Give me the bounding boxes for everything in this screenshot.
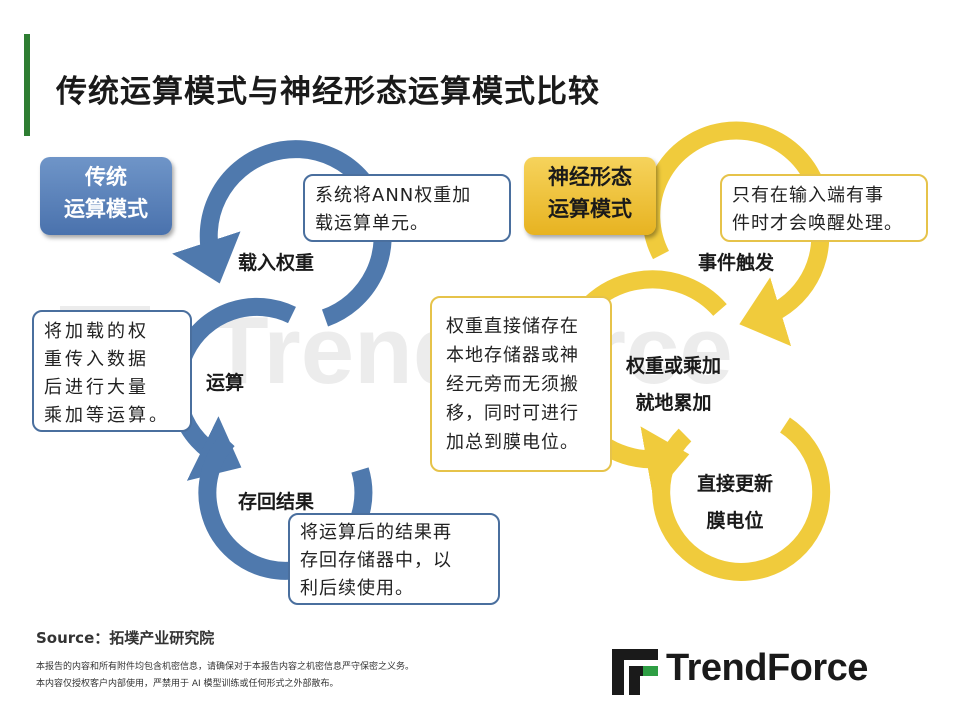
source-note: Source：拓墣产业研究院: [36, 629, 215, 647]
disclaimer-line-1: 本报告的内容和所有附件均包含机密信息，请确保对于本报告内容之机密信息严守保密之义…: [36, 662, 415, 672]
callout-store-result: 将运算后的结果再 存回存储器中，以 利后续使用。: [288, 513, 500, 605]
step-store-result: 存回结果: [238, 491, 315, 513]
disclaimer-line-2: 本内容仅授权客户内部使用，严禁用于 AI 模型训练或任何形式之外部散布。: [36, 679, 339, 689]
traditional-header: 传统 运算模式: [40, 157, 172, 235]
title-accent-bar: [24, 34, 30, 136]
yellow-loop-event-return: [739, 229, 830, 347]
neuromorphic-header: 神经形态 运算模式: [524, 157, 656, 235]
blue-loop-load: [172, 140, 392, 327]
step-load-weights: 载入权重: [238, 252, 315, 274]
trendforce-logo: TrendForce: [612, 647, 932, 695]
step-accumulate: 权重或乘加 就地累加: [626, 355, 722, 414]
step-event-trigger: 事件触发: [698, 252, 775, 274]
logo-text: TrendForce: [666, 647, 868, 689]
callout-accumulate: 权重直接储存在 本地存储器或神 经元旁而无须搬 移，同时可进行 加总到膜电位。: [430, 296, 612, 472]
callout-compute: 将加载的权 重传入数据 后进行大量 乘加等运算。: [32, 310, 192, 432]
trendforce-logo-icon: [612, 649, 658, 695]
page-title: 传统运算模式与神经形态运算模式比较: [56, 74, 600, 110]
step-update-potential: 直接更新 膜电位: [697, 473, 774, 532]
callout-event-trigger: 只有在输入端有事 件时才会唤醒处理。: [720, 174, 928, 242]
callout-load-weights: 系统将ANN权重加 载运算单元。: [303, 174, 511, 242]
yellow-loop-update: [652, 417, 831, 581]
step-compute: 运算: [206, 372, 245, 394]
